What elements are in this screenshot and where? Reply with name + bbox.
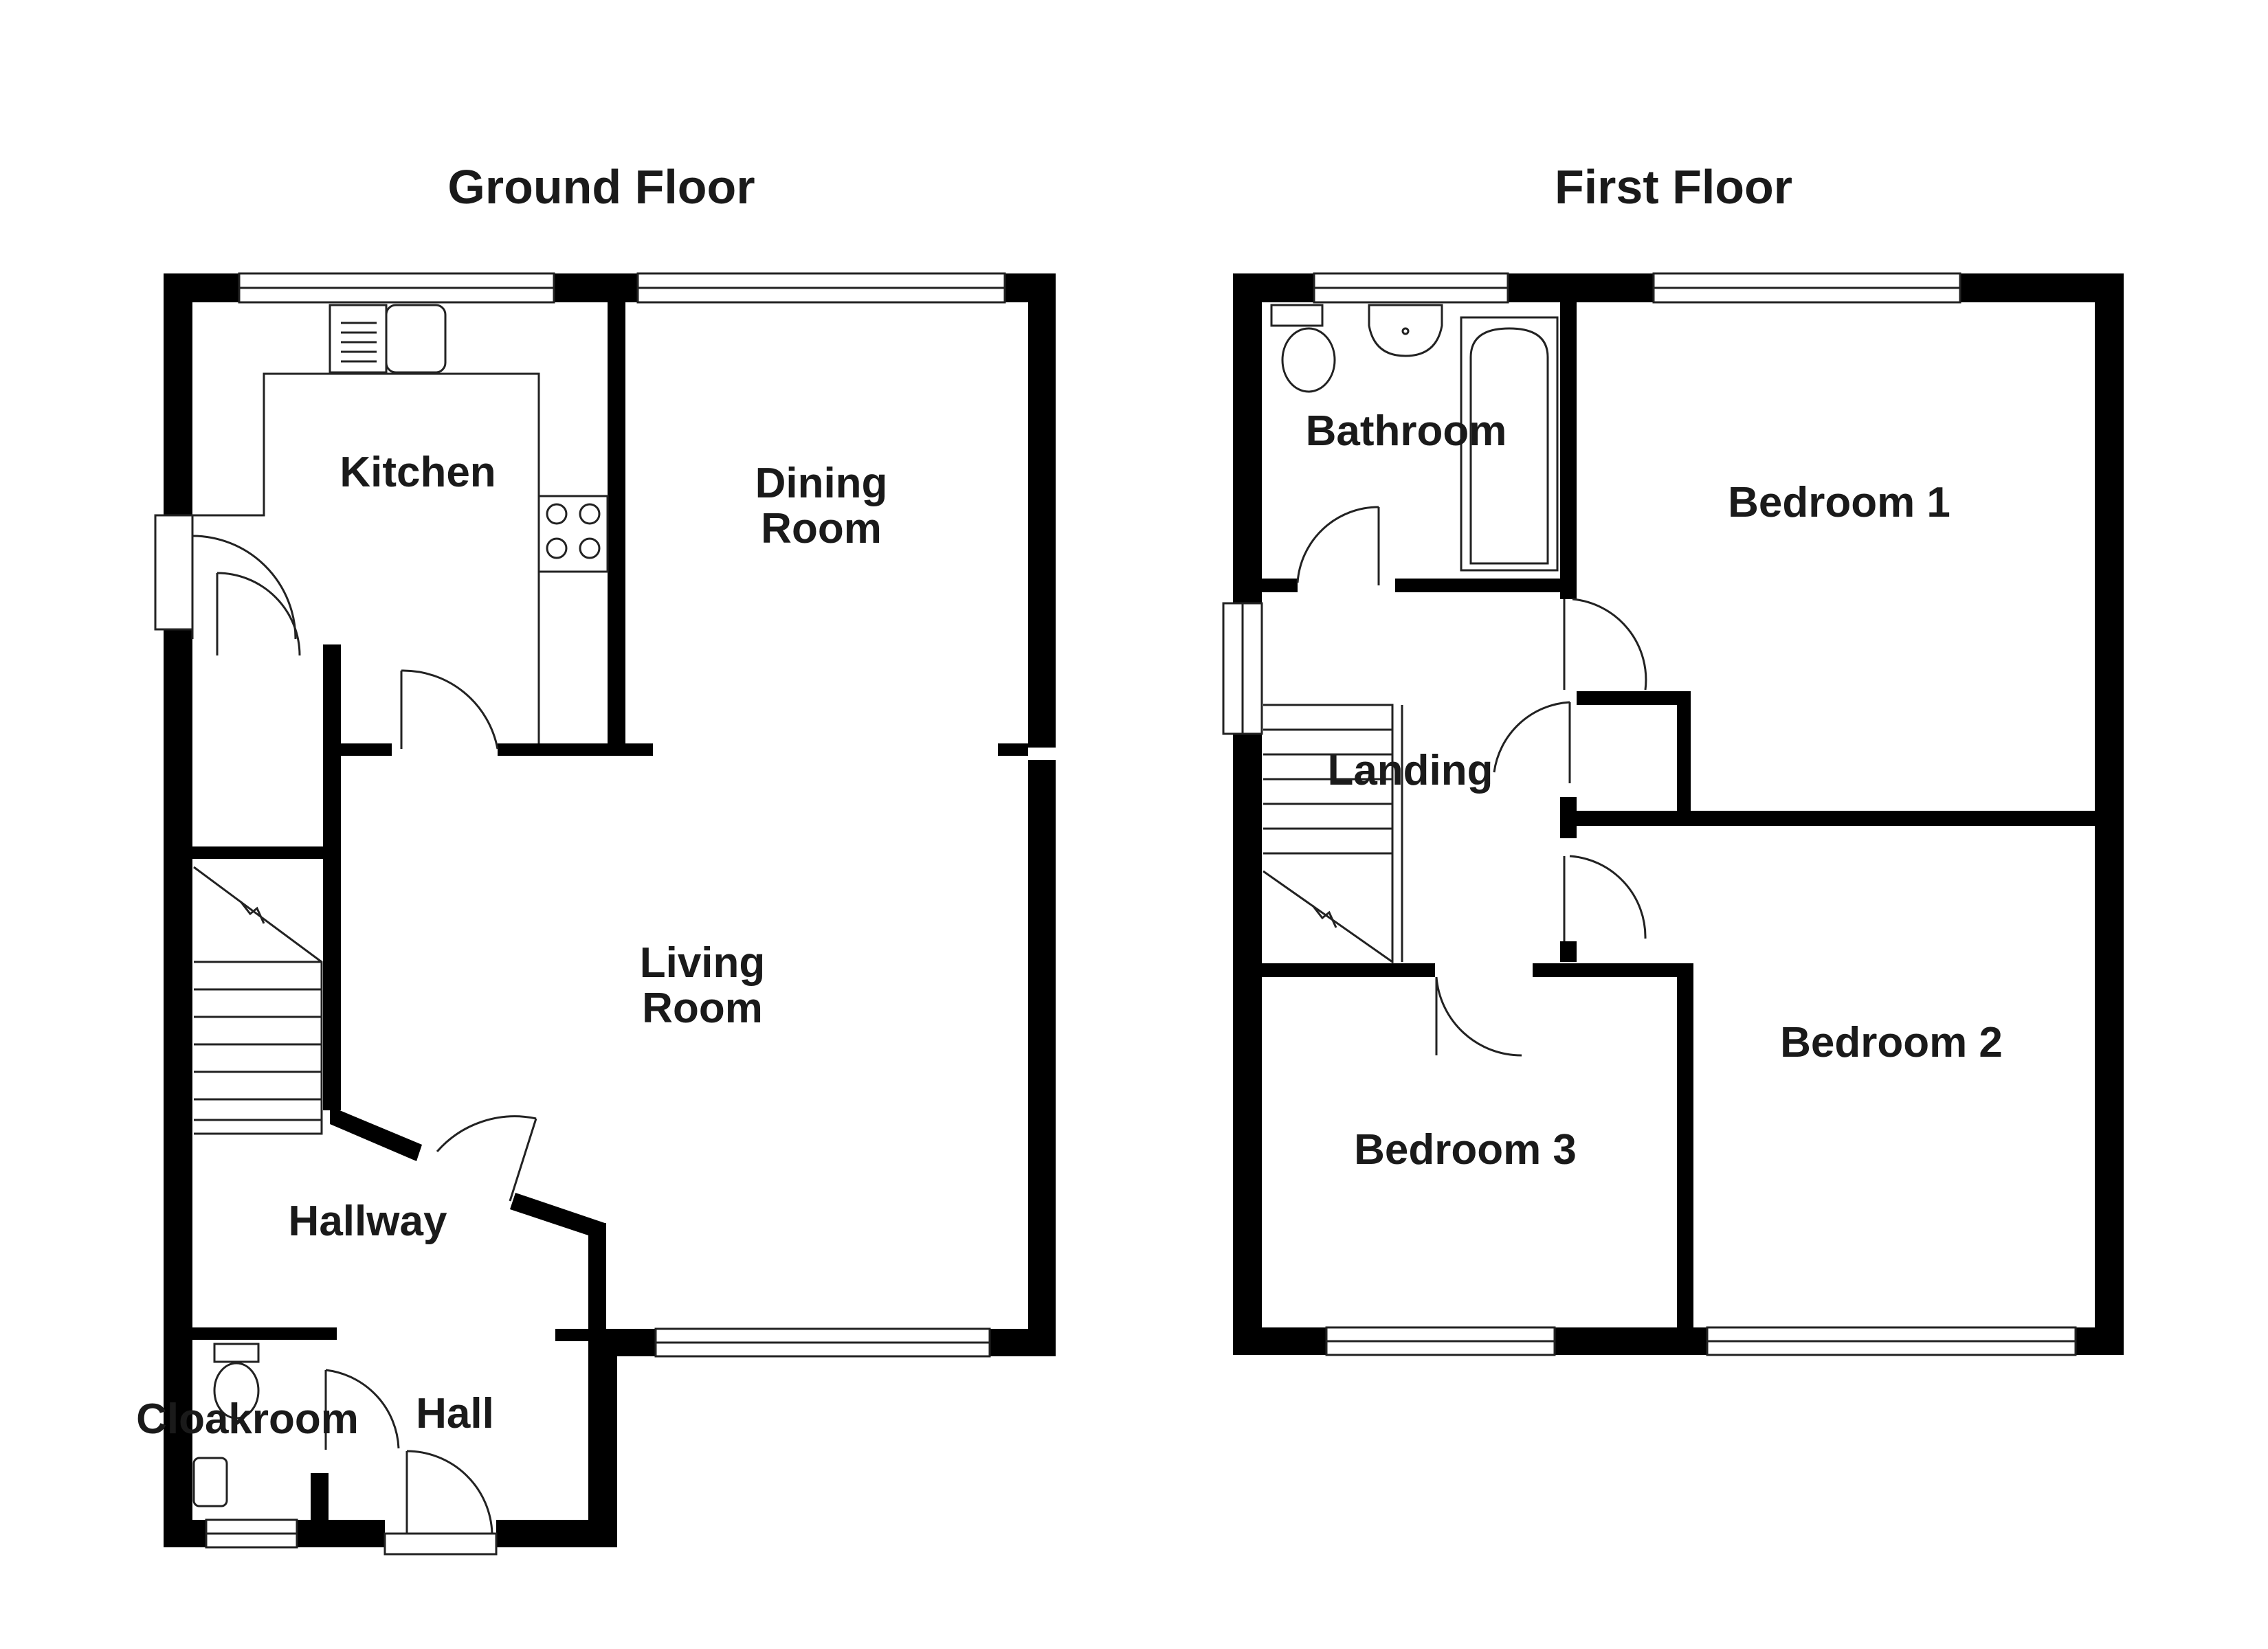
ff-left-wall-upper bbox=[1233, 273, 1262, 603]
gf-hob bbox=[537, 495, 609, 573]
room-label-bedroom2: Bedroom 2 bbox=[1780, 1019, 2003, 1066]
gf-cloak-basin bbox=[192, 1457, 228, 1507]
gf-under-stairs-wall bbox=[192, 846, 330, 859]
room-label-hallway: Hallway bbox=[289, 1198, 447, 1245]
gf-living-door-swing bbox=[436, 1115, 537, 1152]
gf-wc-bowl bbox=[213, 1362, 260, 1420]
ff-cupboard-wall-right bbox=[1677, 691, 1691, 816]
gf-right-wall-upper bbox=[1028, 273, 1056, 748]
ff-bedroom2-bedroom3-wall bbox=[1677, 963, 1693, 1355]
gf-living-right-stub bbox=[998, 743, 1028, 756]
gf-hallway-right-wall bbox=[588, 1223, 606, 1347]
gf-utility-wall bbox=[323, 743, 341, 1110]
ff-wc-cistern bbox=[1270, 304, 1324, 327]
room-label-living-2: Room bbox=[642, 985, 763, 1032]
gf-front-door-swing bbox=[406, 1450, 493, 1534]
ff-wc-bowl bbox=[1281, 327, 1336, 393]
first-floor-plan: Bathroom Bedroom 1 Landing Bedroom 2 Bed… bbox=[1222, 272, 2124, 1356]
first-floor-title: First Floor bbox=[1555, 160, 1792, 214]
gf-bottom-wall-hall bbox=[496, 1520, 617, 1547]
room-label-landing: Landing bbox=[1327, 747, 1493, 794]
ff-bathroom-bottom-wall-left bbox=[1262, 579, 1298, 592]
ff-landing-right-stub bbox=[1560, 797, 1577, 838]
gf-hallway-bottom-stub bbox=[555, 1329, 605, 1341]
gf-hallway-diagonal-wall-right bbox=[510, 1193, 605, 1241]
ff-left-wall-lower bbox=[1233, 734, 1262, 1355]
ff-cupboard-door-swing bbox=[1493, 701, 1570, 773]
ff-top-wall-mid bbox=[1508, 273, 1654, 302]
room-label-kitchen: Kitchen bbox=[340, 449, 496, 496]
gf-left-wall-upper bbox=[164, 273, 192, 515]
gf-left-wall-lower bbox=[164, 629, 192, 1547]
room-label-dining-1: Dining bbox=[755, 460, 888, 507]
room-label-living-1: Living bbox=[640, 939, 766, 987]
ff-basin bbox=[1368, 304, 1443, 357]
ff-bedroom3-door-swing bbox=[1435, 976, 1522, 1057]
ff-staircase bbox=[1263, 704, 1403, 964]
room-label-bedroom1: Bedroom 1 bbox=[1728, 479, 1950, 526]
ff-bathroom-bedroom1-wall bbox=[1560, 273, 1577, 599]
gf-kitchen-bottom-wall-right bbox=[498, 743, 653, 756]
room-label-hall: Hall bbox=[416, 1390, 494, 1437]
ff-bathroom-door-swing bbox=[1296, 506, 1379, 583]
gf-utility-door-swing bbox=[216, 572, 301, 656]
gf-staircase bbox=[193, 866, 323, 1135]
gf-kitchen-bottom-wall-left bbox=[341, 743, 392, 756]
gf-kitchen-dining-wall bbox=[608, 273, 625, 754]
ground-floor-plan: Kitchen Dining Room Living Room Hallway … bbox=[136, 272, 1056, 1556]
ff-bathroom-bottom-wall-right bbox=[1395, 579, 1577, 592]
ff-bath bbox=[1460, 316, 1559, 572]
room-label-bathroom: Bathroom bbox=[1306, 407, 1507, 455]
gf-cloak-door-swing bbox=[325, 1369, 400, 1449]
room-label-dining-2: Room bbox=[761, 505, 882, 552]
gf-right-wall-lower bbox=[1028, 760, 1056, 1356]
ff-bottom-wall-right bbox=[2076, 1327, 2124, 1355]
gf-cloak-right-wall bbox=[311, 1473, 329, 1539]
ff-bedroom1-door-swing bbox=[1572, 598, 1647, 691]
gf-bottom-wall-cloak2 bbox=[297, 1520, 385, 1547]
gf-hallway-diagonal-wall-left bbox=[330, 1106, 422, 1161]
gf-cloak-top-wall bbox=[192, 1327, 337, 1340]
ground-floor-title: Ground Floor bbox=[447, 160, 755, 214]
ff-bedroom2-door-swing bbox=[1569, 855, 1647, 939]
gf-bottom-wall-cloak bbox=[164, 1520, 206, 1547]
ff-bedroom3-top-wall-right bbox=[1533, 963, 1688, 977]
gf-kitchen-left-wall bbox=[323, 644, 341, 756]
ff-bedroom3-top-wall-left bbox=[1262, 963, 1435, 977]
gf-wc-cistern bbox=[213, 1343, 260, 1363]
gf-kitchen-worktop bbox=[192, 372, 540, 743]
room-label-cloakroom: Cloakroom bbox=[136, 1395, 359, 1443]
ff-bath-inner bbox=[1469, 327, 1549, 565]
ff-landing-right-stub2 bbox=[1560, 941, 1577, 962]
gf-side-door-frame bbox=[154, 514, 194, 631]
gf-kitchen-sink bbox=[385, 304, 447, 374]
gf-side-door-swing bbox=[192, 535, 297, 640]
gf-sink-drainer bbox=[329, 304, 388, 374]
gf-kitchen-door-swing bbox=[401, 669, 499, 750]
gf-front-door-frame bbox=[383, 1532, 498, 1556]
ff-cupboard-wall-top bbox=[1577, 691, 1691, 705]
ff-bottom-wall-left bbox=[1233, 1327, 1326, 1355]
gf-bottom-wall-right bbox=[990, 1329, 1056, 1356]
ff-bedroom1-bedroom2-wall bbox=[1560, 811, 2124, 826]
room-label-bedroom3: Bedroom 3 bbox=[1354, 1126, 1577, 1174]
gf-hall-right-wall bbox=[588, 1329, 617, 1547]
